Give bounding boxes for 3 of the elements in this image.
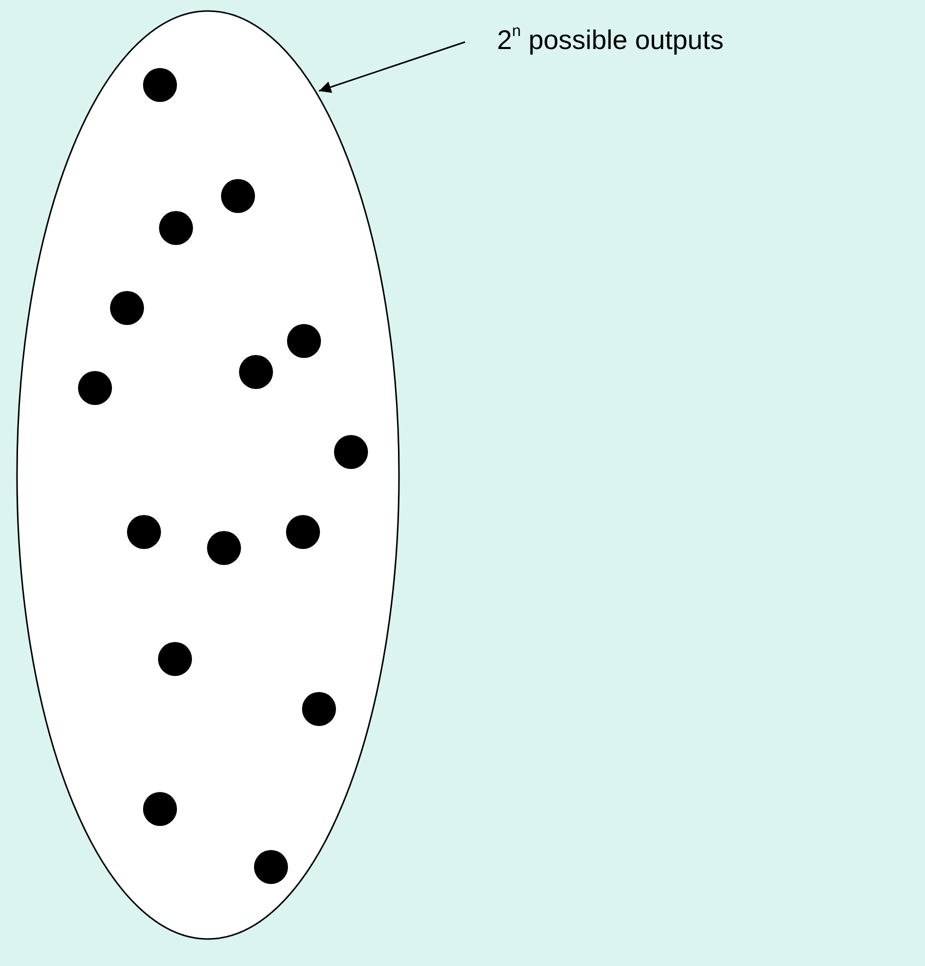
output-set-ellipse xyxy=(16,10,400,940)
leader-arrow xyxy=(318,41,466,93)
output-count-label: 2$^{n}$ possible outputs xyxy=(497,24,724,56)
